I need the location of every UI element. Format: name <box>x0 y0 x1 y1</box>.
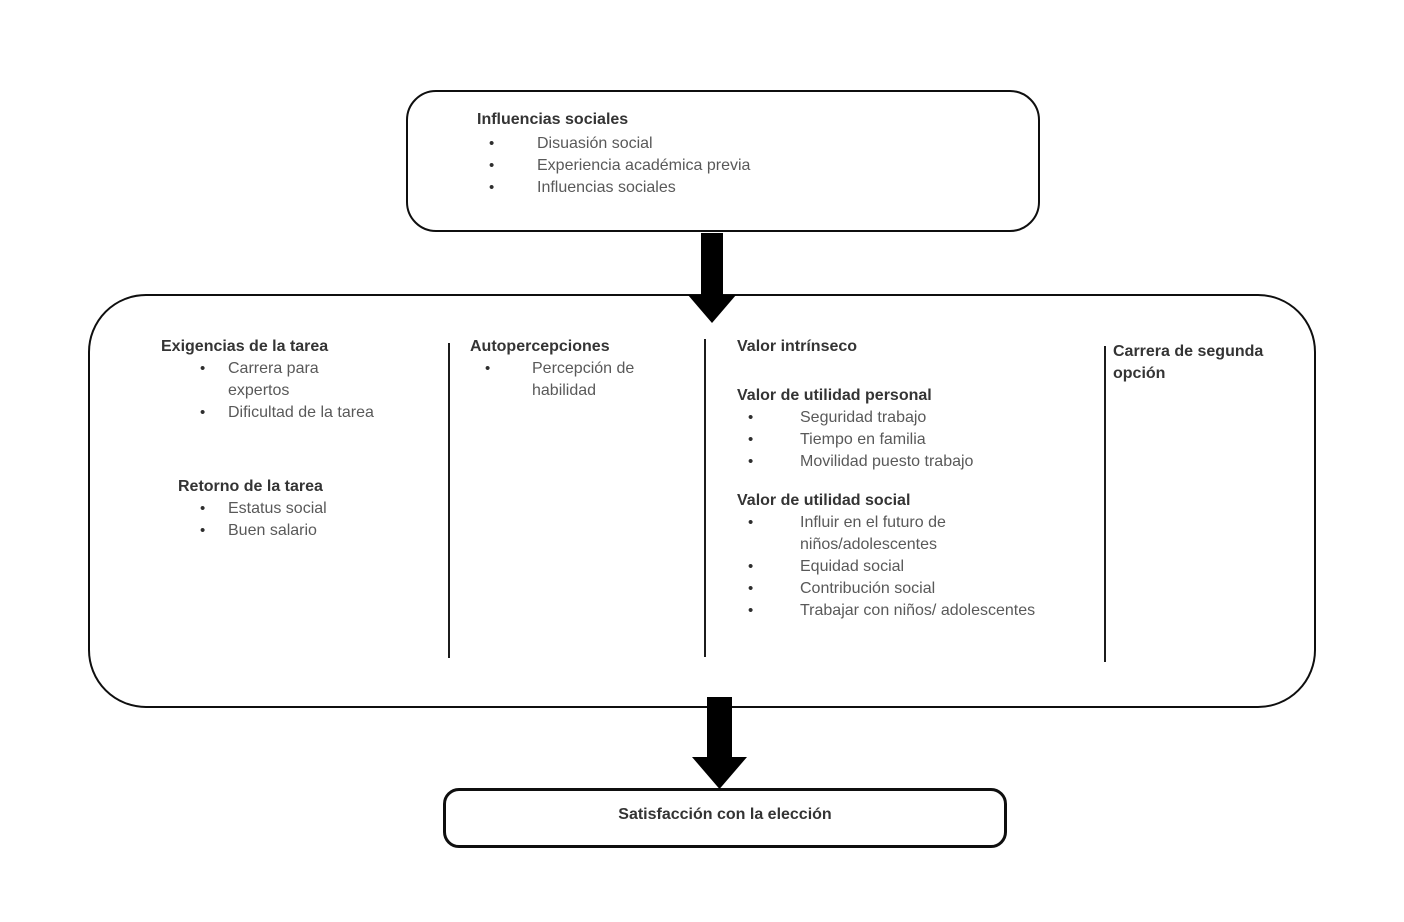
section-title: Autopercepciones <box>470 338 610 355</box>
list-item: • Percepción de habilidad <box>470 358 700 402</box>
bullet-icon: • <box>748 514 754 531</box>
list-item-text: Percepción de habilidad <box>532 360 635 399</box>
list-item: • Seguridad trabajo <box>737 407 1102 429</box>
list-item: • Buen salario <box>161 520 461 542</box>
satisfaction-box: Satisfacción con la elección <box>443 788 1007 848</box>
list-item-text: Movilidad puesto trabajo <box>800 453 974 470</box>
social-influences-box: Influencias sociales • Disuasión social … <box>406 90 1040 232</box>
list-item-text: Buen salario <box>228 522 317 539</box>
column-task-demands: Exigencias de la tarea • Carrera para ex… <box>161 336 461 542</box>
column-values: Valor intrínseco Valor de utilidad perso… <box>737 336 1102 622</box>
list-item: • Influencias sociales <box>408 177 1038 199</box>
list-item: • Estatus social <box>161 498 461 520</box>
list-item: • Disuasión social <box>408 133 1038 155</box>
section-title: Valor de utilidad personal <box>737 387 932 404</box>
section-title: Valor de utilidad social <box>737 492 911 509</box>
section-exigencias: Exigencias de la tarea • Carrera para ex… <box>161 336 461 424</box>
list-item: • Equidad social <box>737 556 1102 578</box>
column-divider <box>448 343 450 658</box>
bullet-icon: • <box>489 135 495 152</box>
list-item: • Dificultad de la tarea <box>161 402 461 424</box>
list-item-text: Seguridad trabajo <box>800 409 927 426</box>
list-item: • Carrera para expertos <box>161 358 461 402</box>
down-arrow-icon <box>688 233 736 323</box>
bullet-icon: • <box>748 602 754 619</box>
column-divider <box>704 339 706 657</box>
list-item-text: Contribución social <box>800 580 936 597</box>
section-segunda-opcion: Carrera de segunda opción <box>1113 341 1303 385</box>
bullet-icon: • <box>489 179 495 196</box>
list-item-text: Trabajar con niños/ adolescentes <box>800 602 1036 619</box>
list-item: • Experiencia académica previa <box>408 155 1038 177</box>
list-item: • Influir en el futuro de niños/adolesce… <box>737 512 1102 556</box>
down-arrow-icon <box>692 697 747 789</box>
bullet-icon: • <box>200 404 206 421</box>
section-utilidad-personal: Valor de utilidad personal • Seguridad t… <box>737 385 1102 473</box>
section-title: Carrera de segunda opción <box>1113 343 1264 382</box>
bullet-icon: • <box>489 157 495 174</box>
section-utilidad-social: Valor de utilidad social • Influir en el… <box>737 490 1102 622</box>
box-title: Satisfacción con la elección <box>618 806 832 823</box>
bullet-icon: • <box>748 558 754 575</box>
box-title: Influencias sociales <box>477 111 629 128</box>
column-divider <box>1104 346 1106 662</box>
section-title: Retorno de la tarea <box>178 478 323 495</box>
bullet-icon: • <box>200 500 206 517</box>
list-item: • Trabajar con niños/ adolescentes <box>737 600 1102 622</box>
list-item-text: Disuasión social <box>537 135 653 152</box>
bullet-icon: • <box>748 580 754 597</box>
list-item: • Tiempo en familia <box>737 429 1102 451</box>
section-valor-intrinseco: Valor intrínseco <box>737 336 1102 358</box>
bullet-icon: • <box>200 522 206 539</box>
section-retorno: Retorno de la tarea • Estatus social • B… <box>161 476 461 542</box>
list-item-text: Equidad social <box>800 558 905 575</box>
column-self-perceptions: Autopercepciones • Percepción de habilid… <box>470 336 700 402</box>
bullet-icon: • <box>748 453 754 470</box>
bullet-icon: • <box>485 360 491 377</box>
section-title: Exigencias de la tarea <box>161 338 329 355</box>
bullet-icon: • <box>748 409 754 426</box>
bullet-icon: • <box>200 360 206 377</box>
list-item-text: Dificultad de la tarea <box>228 404 374 421</box>
list-item-text: Experiencia académica previa <box>537 157 751 174</box>
list-item: • Contribución social <box>737 578 1102 600</box>
list-item-text: Carrera para expertos <box>228 360 319 399</box>
factors-box <box>88 294 1316 708</box>
list-item-text: Influencias sociales <box>537 179 676 196</box>
bullet-icon: • <box>748 431 754 448</box>
section-title: Valor intrínseco <box>737 338 858 355</box>
list-item-text: Influir en el futuro de niños/adolescent… <box>800 514 946 553</box>
section-autopercepciones: Autopercepciones • Percepción de habilid… <box>470 336 700 402</box>
list-item: • Movilidad puesto trabajo <box>737 451 1102 473</box>
column-second-choice: Carrera de segunda opción <box>1113 341 1303 385</box>
list-item-text: Estatus social <box>228 500 327 517</box>
list-item-text: Tiempo en familia <box>800 431 926 448</box>
